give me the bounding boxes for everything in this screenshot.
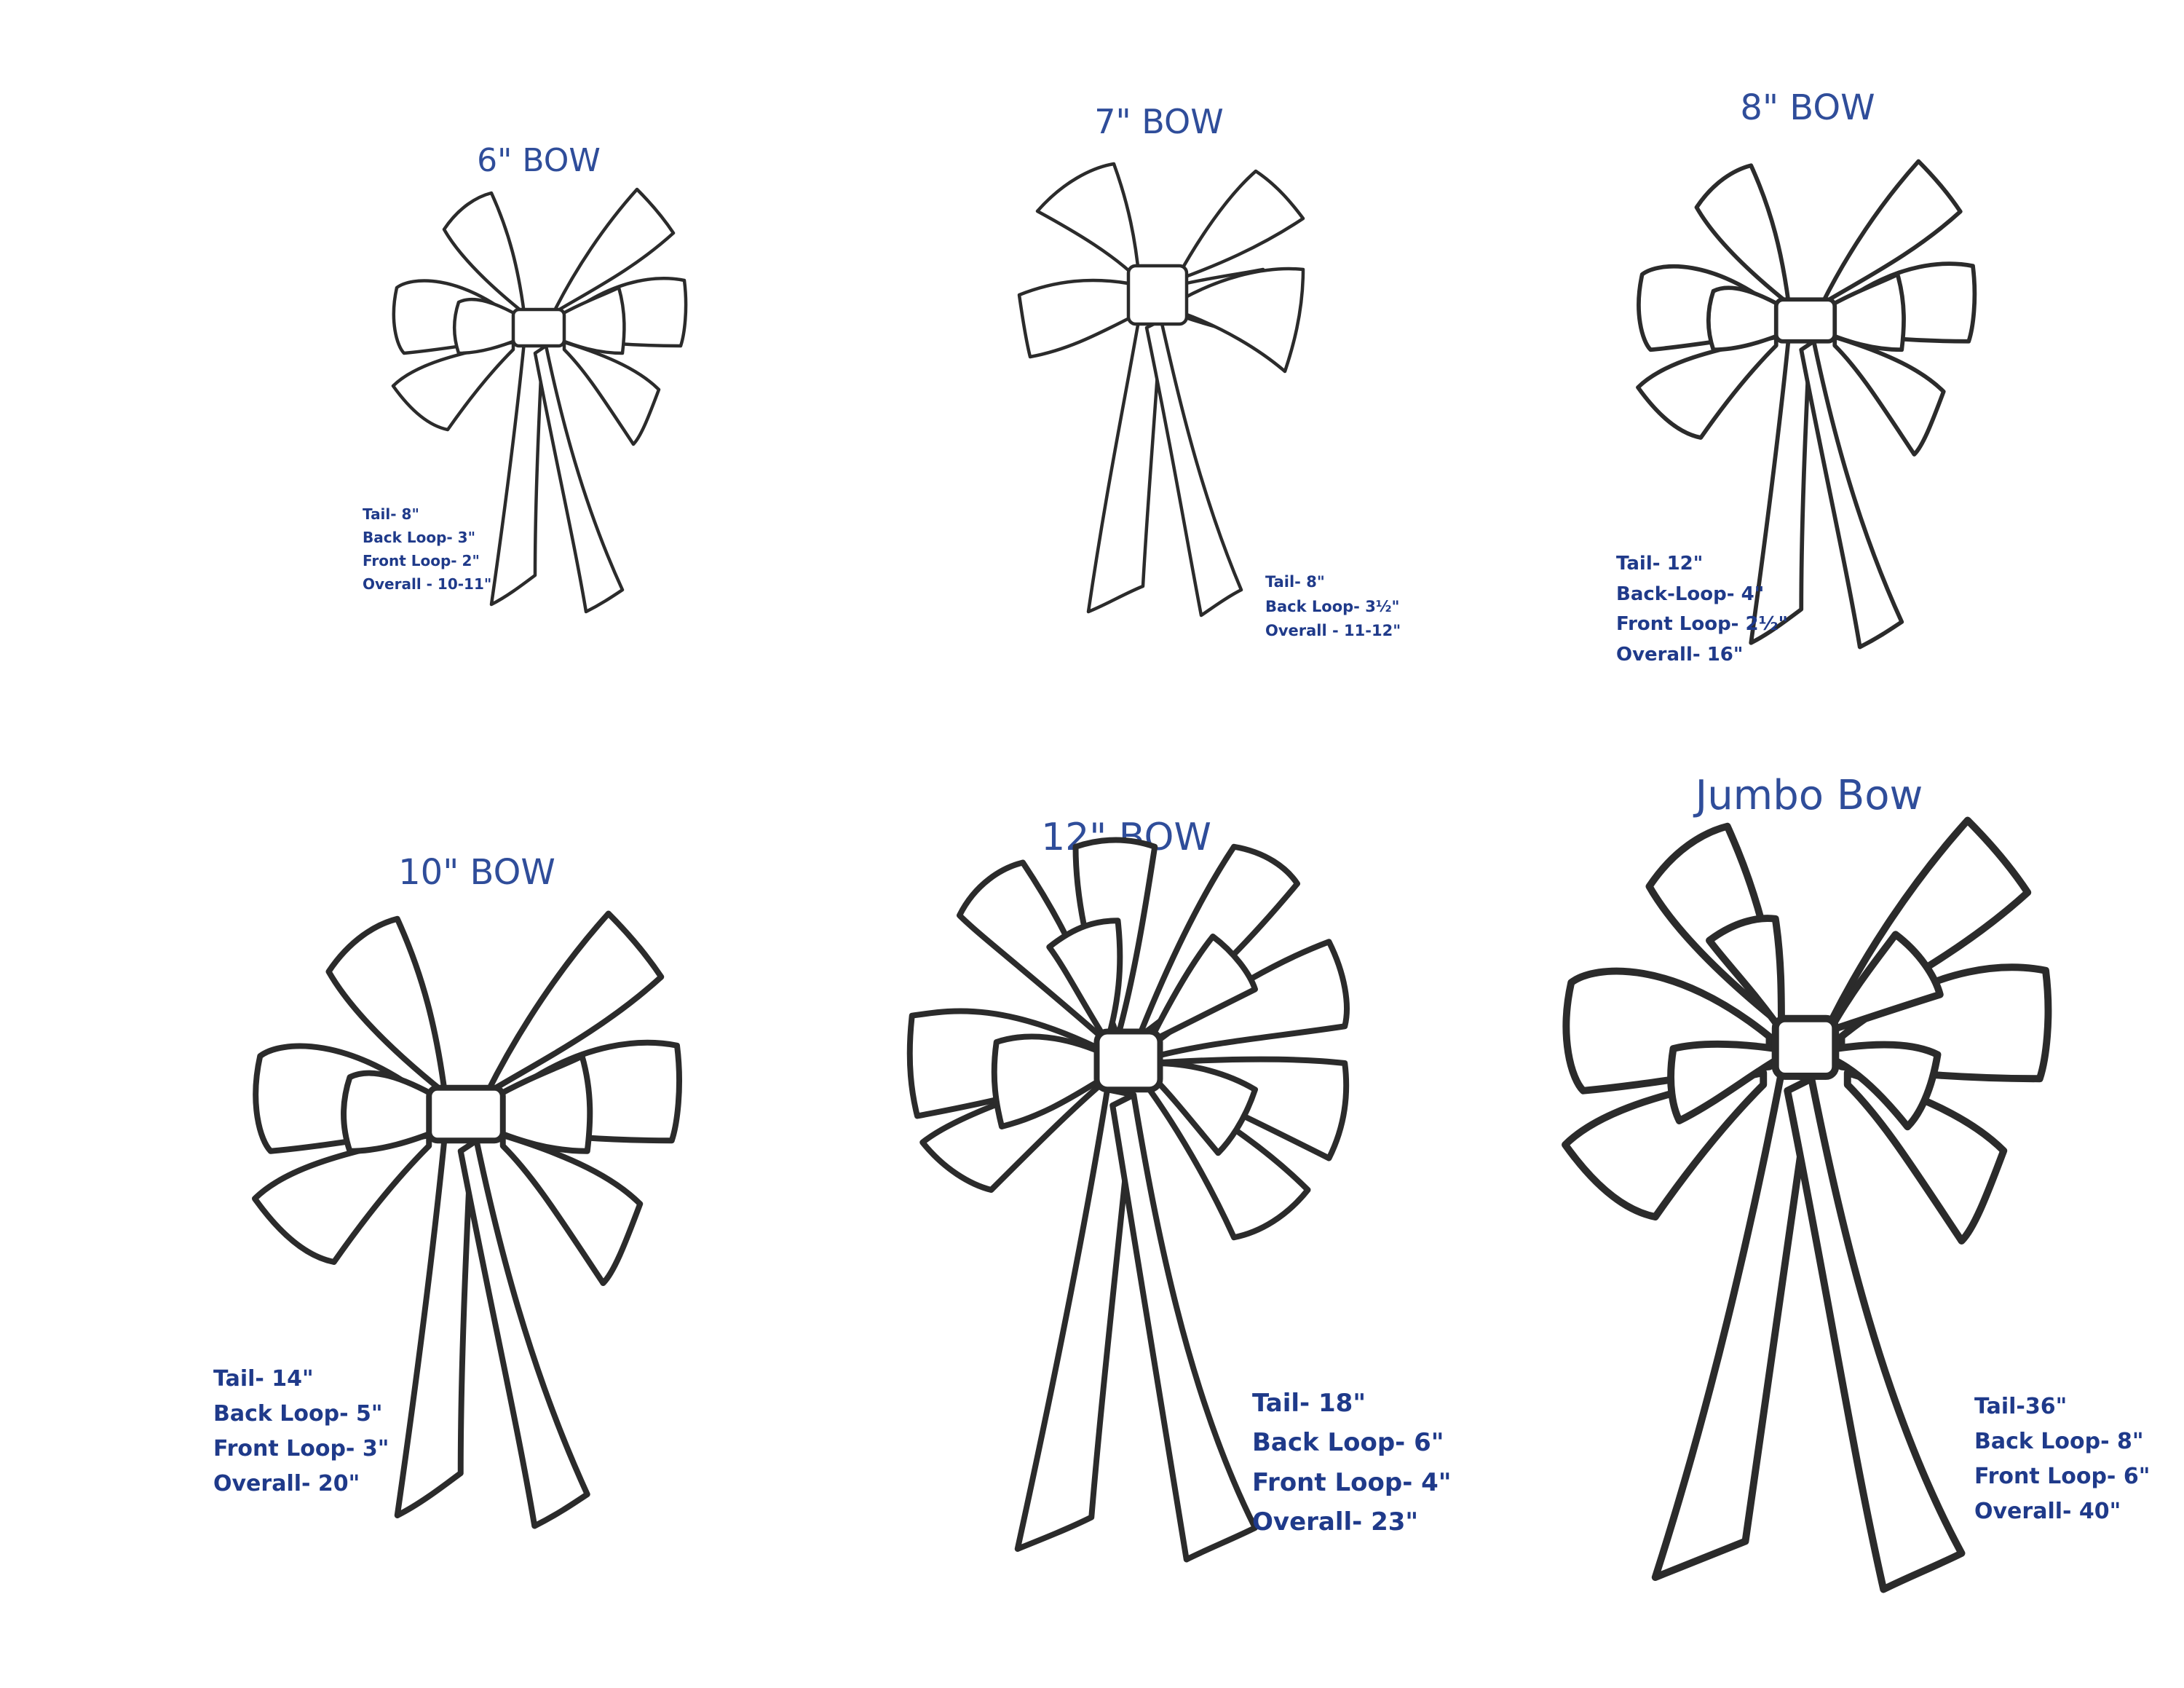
spec-tail: Tail- 18": [1252, 1389, 1366, 1418]
spec-back-loop: Back Loop- 5": [213, 1401, 383, 1427]
bow-title: 7" BOW: [1094, 102, 1224, 141]
bow-title: 8" BOW: [1740, 87, 1875, 128]
bow-shape: [391, 187, 688, 614]
spec-tail: Tail-36": [1974, 1394, 2068, 1419]
spec-front-loop: Front Loop- 3": [213, 1436, 389, 1462]
spec-front-loop: Front Loop- 6": [1974, 1464, 2151, 1489]
bow-shape: [1636, 159, 1977, 650]
bow-specs: Tail- 12" Back-Loop- 4" Front Loop- 2½" …: [1616, 549, 1788, 670]
bow-shape: [252, 910, 682, 1529]
bow-shape: [1562, 816, 2052, 1593]
bow-title: 6" BOW: [477, 142, 601, 179]
bow-specs: Tail-36" Back Loop- 8" Front Loop- 6" Ov…: [1974, 1389, 2150, 1529]
spec-front-loop: Front Loop- 2": [363, 552, 480, 569]
bow-specs: Tail- 18" Back Loop- 6" Front Loop- 4" O…: [1252, 1384, 1452, 1542]
bow-specs: Tail- 8" Back Loop- 3½" Overall - 11-12": [1265, 570, 1401, 644]
spec-tail: Tail- 12": [1616, 553, 1704, 575]
spec-back-loop: Back Loop- 3": [363, 529, 475, 546]
spec-back-loop: Back Loop- 6": [1252, 1428, 1444, 1458]
spec-overall: Overall - 10-11": [363, 575, 492, 593]
spec-front-loop: Front Loop- 4": [1252, 1467, 1452, 1497]
spec-overall: Overall- 40": [1974, 1499, 2121, 1524]
spec-tail: Tail- 14": [213, 1366, 314, 1392]
spec-back-loop: Back-Loop- 4": [1616, 583, 1765, 605]
spec-front-loop: Front Loop- 2½": [1616, 613, 1789, 636]
spec-tail: Tail- 8": [363, 505, 419, 523]
spec-overall: Overall- 20": [213, 1471, 360, 1496]
spec-back-loop: Back Loop- 8": [1974, 1429, 2144, 1454]
bow-title: Jumbo Bow: [1695, 772, 1923, 819]
bow-shape: [906, 837, 1350, 1563]
bow-specs: Tail- 8" Back Loop- 3" Front Loop- 2" Ov…: [363, 502, 491, 596]
spec-overall: Overall - 11-12": [1265, 622, 1401, 640]
spec-tail: Tail- 8": [1265, 573, 1325, 591]
bow-specs: Tail- 14" Back Loop- 5" Front Loop- 3" O…: [213, 1362, 389, 1502]
bow-shape: [1017, 162, 1305, 618]
spec-back-loop: Back Loop- 3½": [1265, 597, 1400, 615]
spec-overall: Overall- 16": [1616, 643, 1744, 666]
bow-title: 10" BOW: [398, 852, 555, 893]
spec-overall: Overall- 23": [1252, 1507, 1419, 1537]
